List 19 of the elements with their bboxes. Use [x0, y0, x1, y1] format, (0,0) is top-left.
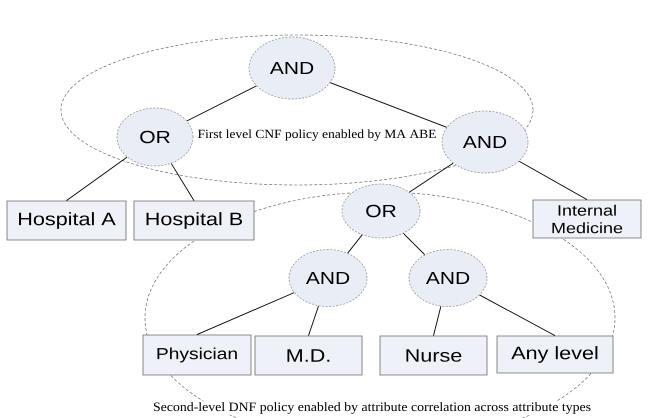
connector-line	[347, 234, 362, 254]
connector-line	[409, 162, 454, 193]
attribute-box: Internal Medicine	[532, 200, 642, 238]
attribute-box: M.D.	[254, 336, 362, 376]
connector-line	[186, 85, 257, 122]
connector-line	[196, 292, 295, 336]
connector-line	[330, 82, 448, 128]
attribute-box: Nurse	[380, 336, 488, 376]
connector-line	[170, 163, 194, 202]
connector-line	[308, 306, 319, 336]
connector-line	[433, 306, 442, 336]
region-label: First level CNF policy enabled by MA ABE	[196, 128, 438, 142]
attribute-box: Hospital B	[134, 200, 254, 240]
connector-line	[66, 156, 128, 202]
region-label: Second-level DNF policy enabled by attribute correlation across attribute types	[152, 401, 592, 415]
connector-line	[479, 294, 556, 336]
attribute-box: Hospital A	[6, 200, 126, 240]
connector-line	[518, 160, 588, 200]
connector-line	[403, 233, 426, 256]
